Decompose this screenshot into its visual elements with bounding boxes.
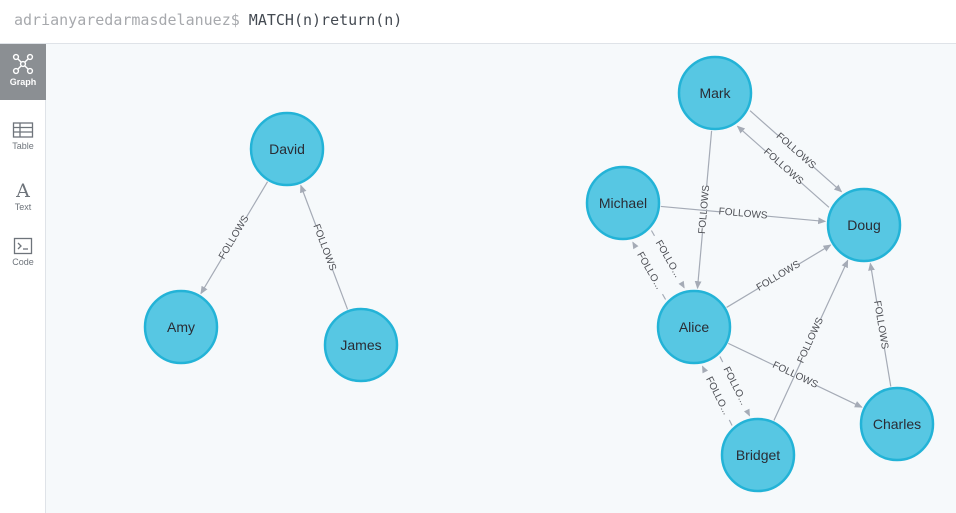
relationship-bridget-doug[interactable]: FOLLOWS — [773, 259, 849, 421]
relationship-label-background — [310, 223, 339, 272]
relationship-label-background — [717, 359, 753, 413]
relationship-alice-doug[interactable]: FOLLOWS — [726, 244, 832, 308]
node-circle[interactable] — [143, 289, 219, 365]
graph-visualization[interactable]: FOLLOWS FOLLOWS FOLLOWS FOLLOWS FOLLOWS FOLLO… — [47, 45, 956, 513]
node-james[interactable]: James — [323, 307, 399, 383]
graph-canvas[interactable]: FOLLOWS FOLLOWS FOLLOWS FOLLOWS FOLLOWS FOLLO… — [47, 45, 956, 513]
query-editor[interactable]: adrianyaredarmasdelanuez$ MATCH(n)return… — [0, 0, 956, 44]
node-charles[interactable]: Charles — [859, 386, 935, 462]
editor-prompt: adrianyaredarmasdelanuez$ — [14, 11, 240, 29]
relationship-label: FOLLOWS — [755, 259, 803, 294]
node-circle[interactable] — [656, 289, 732, 365]
editor-line[interactable]: adrianyaredarmasdelanuez$ MATCH(n)return… — [14, 11, 402, 29]
graph-icon — [12, 53, 34, 75]
view-tab-table[interactable]: Table — [0, 114, 46, 170]
relationship-michael-doug[interactable]: FOLLOWS — [660, 205, 827, 225]
relationship-label-background — [696, 185, 713, 234]
relationship-david-amy[interactable]: FOLLOWS — [200, 181, 269, 295]
relationship-label: FOLLOWS — [718, 206, 768, 221]
relationship-james-david[interactable]: FOLLOWS — [300, 184, 349, 310]
text-icon: A — [16, 180, 30, 202]
relationship-label: FOLLOWS — [697, 184, 712, 234]
view-tab-graph[interactable]: Graph — [0, 44, 46, 100]
relationship-label-background — [761, 146, 805, 188]
node-david[interactable]: David — [249, 111, 325, 187]
relationship-label-background — [755, 258, 802, 294]
node-michael[interactable]: Michael — [585, 165, 661, 241]
node-circle[interactable] — [323, 307, 399, 383]
node-circle[interactable] — [859, 386, 935, 462]
table-icon — [12, 122, 34, 138]
node-mark[interactable]: Mark — [677, 55, 753, 131]
node-bridget[interactable]: Bridget — [720, 417, 796, 493]
view-tab-label: Code — [12, 257, 34, 267]
view-tab-label: Text — [14, 202, 32, 212]
node-circle[interactable] — [720, 417, 796, 493]
relationship-label-background — [774, 130, 818, 172]
view-tab-label: Table — [12, 141, 34, 151]
node-alice[interactable]: Alice — [656, 289, 732, 365]
view-tab-label: Graph — [9, 77, 37, 87]
relationship-label-background — [216, 214, 252, 262]
editor-command[interactable]: MATCH(n)return(n) — [239, 11, 403, 29]
relationship-charles-doug[interactable]: FOLLOWS — [868, 262, 892, 387]
code-icon — [13, 237, 33, 255]
view-tab-text[interactable]: A Text — [0, 172, 46, 228]
node-circle[interactable] — [826, 187, 902, 263]
node-circle[interactable] — [677, 55, 753, 131]
relationship-label: FOLLOWS — [217, 213, 252, 261]
relationship-label: FOLLOWS — [310, 223, 338, 273]
node-circle[interactable] — [585, 165, 661, 241]
relationship-label-background — [795, 316, 827, 365]
relationship-label-background — [718, 205, 768, 223]
relationship-mark-alice[interactable]: FOLLOWS — [694, 130, 713, 290]
relationship-label-background — [649, 232, 687, 286]
node-circle[interactable] — [249, 111, 325, 187]
relationship-label: FOLLOWS — [871, 300, 890, 350]
relationship-label-background — [630, 244, 668, 298]
node-amy[interactable]: Amy — [143, 289, 219, 365]
view-tab-code[interactable]: Code — [0, 230, 46, 286]
node-doug[interactable]: Doug — [826, 187, 902, 263]
relationship-label: FOLLOWS — [796, 316, 827, 365]
relationship-label-background — [870, 300, 891, 350]
view-toolbar: Graph Table A Text — [0, 44, 46, 513]
relationship-label-background — [699, 369, 735, 423]
